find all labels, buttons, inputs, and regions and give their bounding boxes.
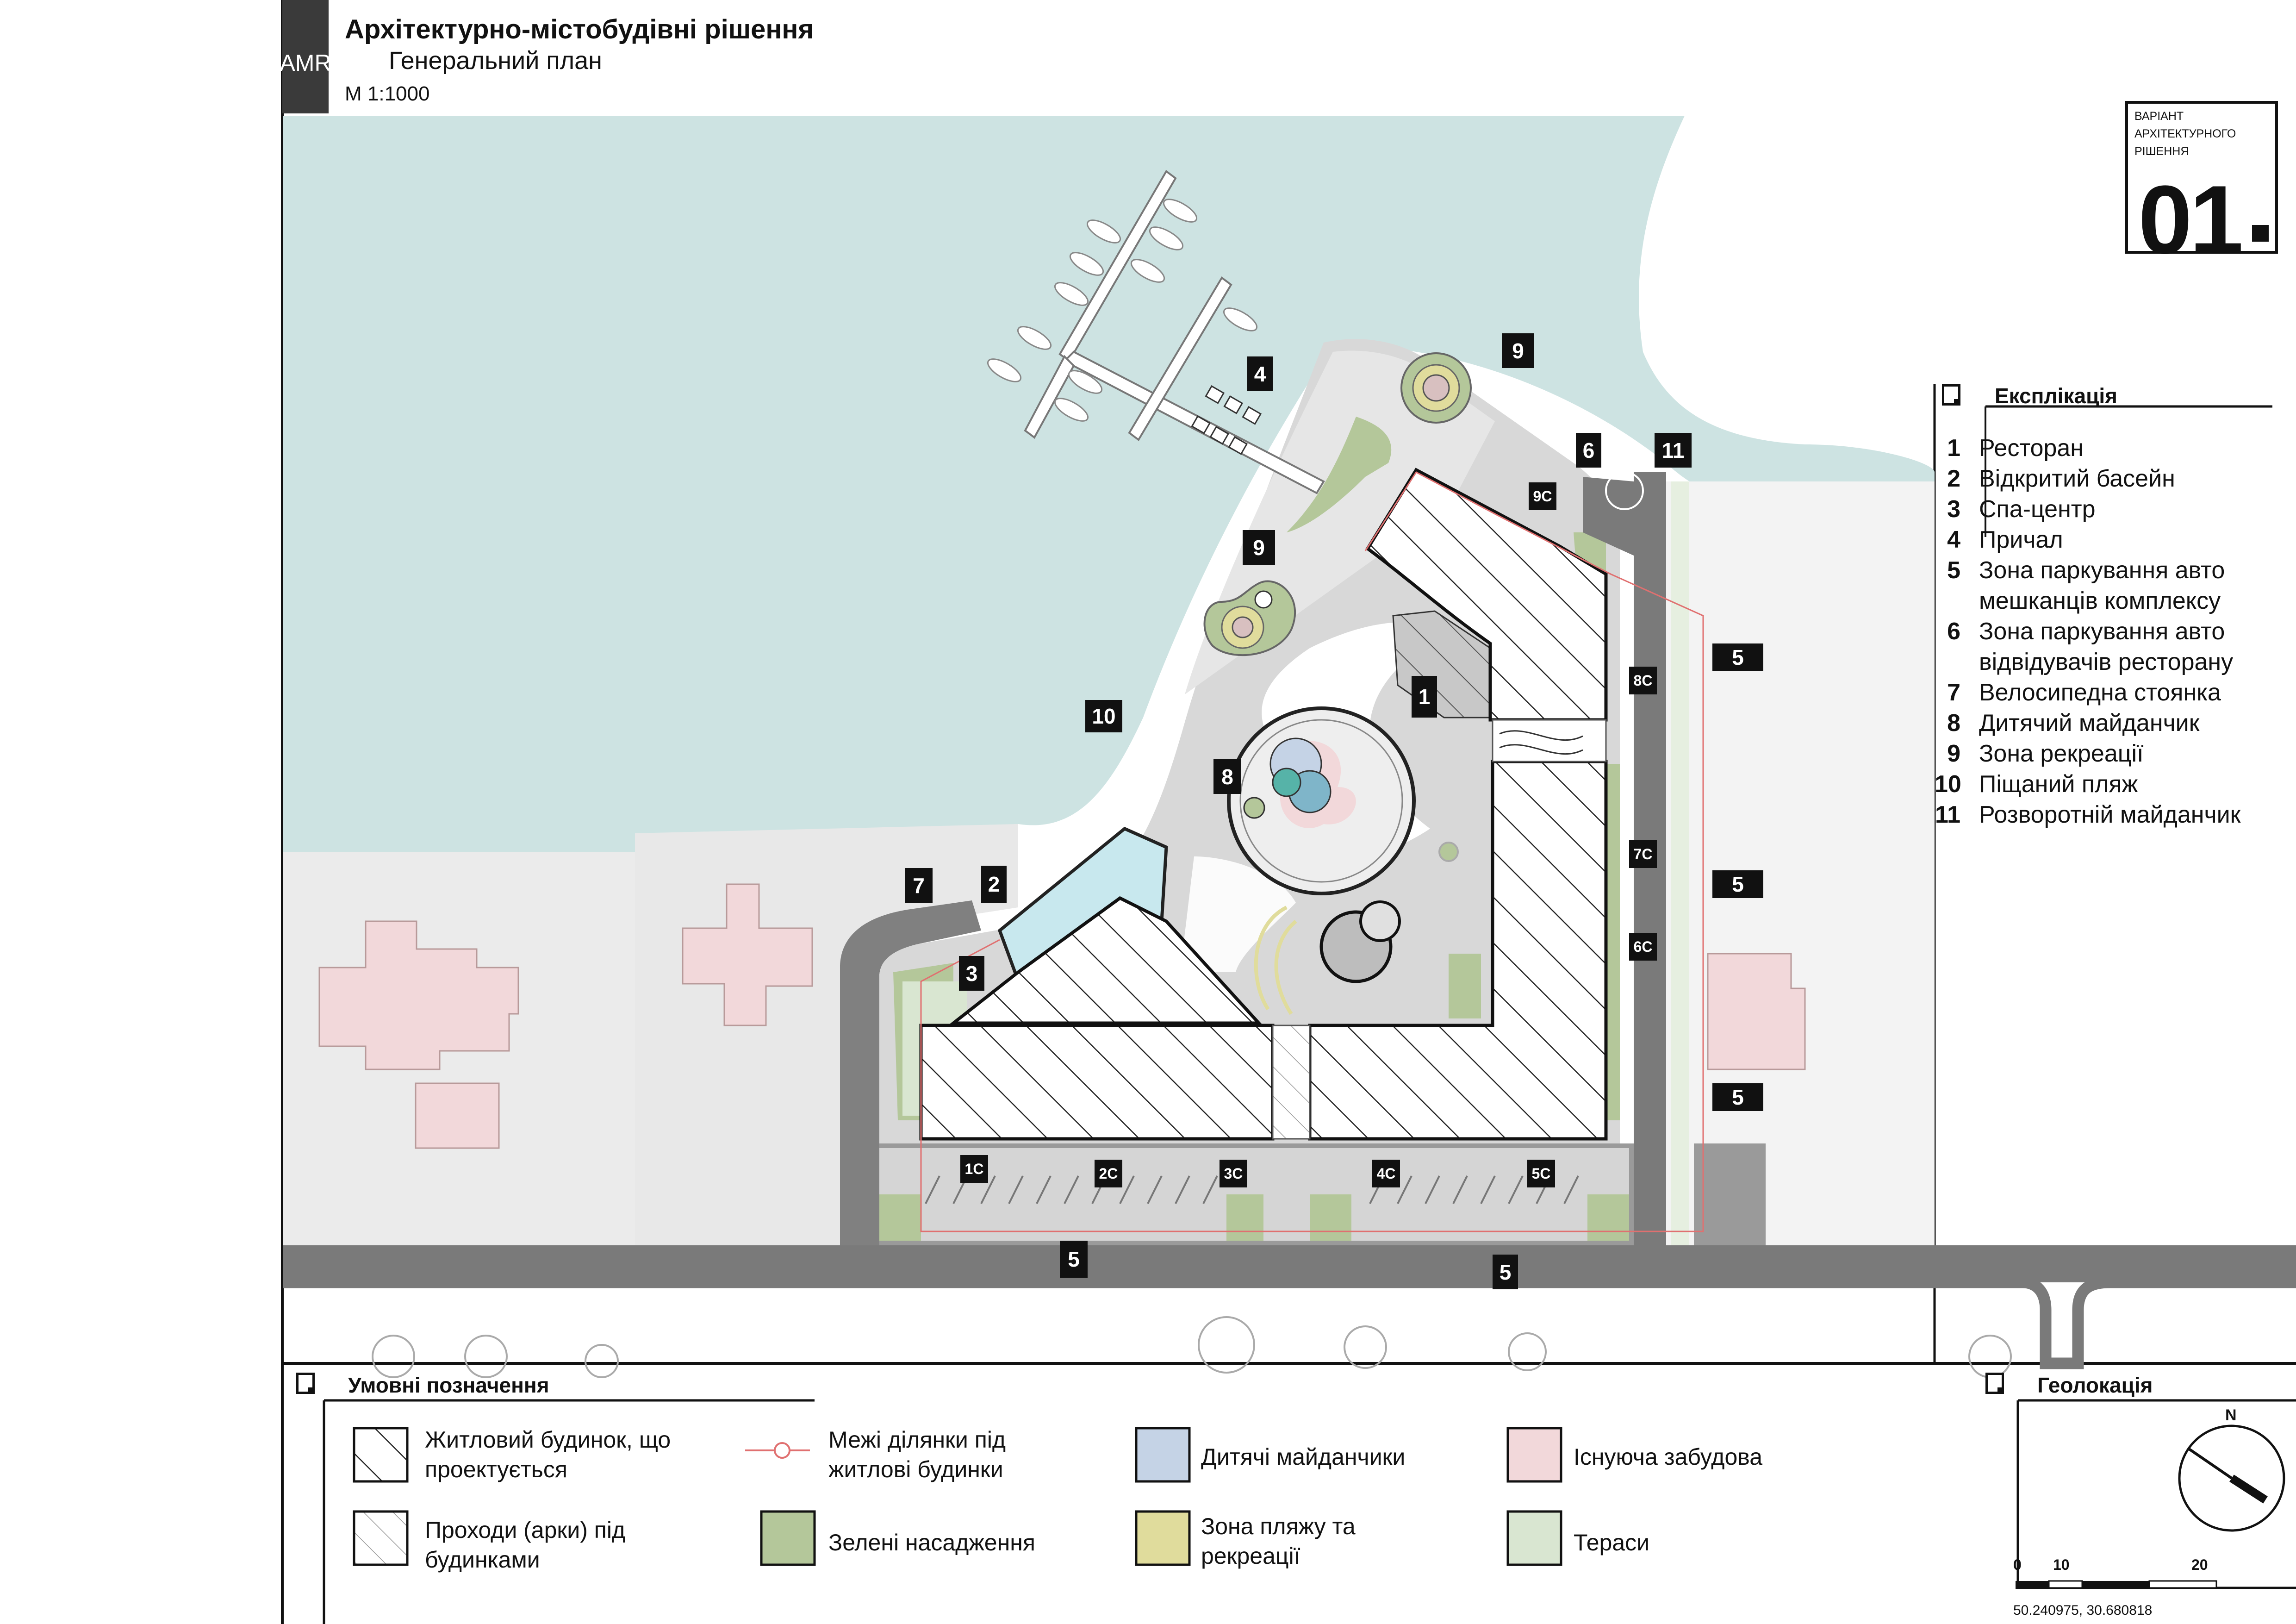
north-label: N (2225, 1406, 2237, 1424)
tag-pier: 4 (1247, 356, 1273, 391)
section-tag: 8С (1629, 667, 1657, 694)
legend-title: Умовні позначення (348, 1373, 549, 1397)
site-boundary (920, 471, 1704, 1232)
tag-turning-area: 11 (1655, 433, 1692, 468)
legend-swatches (353, 1427, 1562, 1566)
section-tag: 5С (1527, 1160, 1555, 1187)
geolocation-icon (1985, 1373, 2004, 1394)
tag-parking-4: 5 (1060, 1241, 1088, 1278)
tag-parking-3: 5 (1712, 1083, 1763, 1111)
tag-restaurant: 1 (1412, 676, 1437, 718)
scale-tick: 10 (2053, 1556, 2070, 1573)
explication-item: відвідувачів ресторану (1979, 649, 2234, 675)
legend-greenery: Зелені насадження (828, 1530, 1035, 1555)
arch-passage-south (1272, 1024, 1311, 1140)
page-subtitle: Генеральний план (389, 47, 602, 75)
trees (372, 842, 2012, 1378)
central-playground (1227, 706, 1416, 895)
tag-pool: 2 (981, 866, 1007, 903)
recreation-zone-north (1400, 352, 1472, 424)
section-tag: 9С (1529, 482, 1556, 510)
legend-playgrounds: Дитячі майданчики (1201, 1444, 1406, 1470)
tag-restaurant-parking: 6 (1576, 433, 1601, 468)
scale-label: М 1:1000 (345, 82, 430, 105)
boats (987, 199, 1258, 422)
variant-dot (2252, 225, 2269, 242)
explication-title: Експлікація (1995, 384, 2117, 408)
scale-tick: 20 (2191, 1556, 2208, 1573)
arch-passage-east (1492, 719, 1607, 762)
section-tag: 4С (1372, 1160, 1400, 1187)
main-road (283, 1245, 2296, 1282)
existing-buildings (318, 883, 1806, 1149)
north-compass (2178, 1424, 2285, 1532)
section-tag: 7С (1629, 840, 1657, 868)
scale-tick: 0 (2013, 1556, 2022, 1573)
tag-bike-parking: 7 (905, 868, 933, 903)
water-area (283, 116, 1935, 852)
legend-existing: Існуюча забудова (1574, 1444, 1763, 1470)
header-tab: AMR (280, 0, 331, 113)
variant-box: ВАРІАНТ АРХІТЕКТУРНОГО РІШЕННЯ 01 (2125, 101, 2278, 274)
explication-item: мешканців комплексу (1979, 587, 2221, 614)
tag-parking-2: 5 (1712, 870, 1763, 898)
tag-spa: 3 (959, 956, 984, 991)
scale-bar (2016, 1580, 2296, 1589)
section-tag: 1С (960, 1155, 988, 1183)
legend-icon (296, 1373, 315, 1394)
tag-beach: 10 (1085, 700, 1122, 732)
tag-parking-1: 5 (1712, 643, 1763, 671)
turning-area (1583, 471, 1644, 556)
tag-recreation-west: 9 (1243, 530, 1275, 565)
section-tag: 3С (1220, 1160, 1247, 1187)
bike-path (840, 900, 981, 1245)
tag-parking-5: 5 (1493, 1255, 1518, 1289)
residential-buildings (919, 468, 1608, 1141)
tag-recreation-north: 9 (1502, 333, 1534, 368)
recreation-zone-west (1203, 580, 1296, 656)
coordinates: 50.240975, 30.680818 (2013, 1603, 2153, 1618)
variant-label: ВАРІАНТ АРХІТЕКТУРНОГО РІШЕННЯ (2134, 110, 2236, 158)
variant-number: 01 (2138, 165, 2244, 274)
land-right (1689, 481, 1935, 1245)
page-title: Архітектурно-містобудівні рішення (345, 14, 814, 44)
legend-terraces: Тераси (1574, 1530, 1650, 1555)
pavilion-south (1254, 900, 1401, 1015)
geolocation-title: Геолокація (2037, 1373, 2153, 1397)
section-tag: 6С (1629, 933, 1657, 961)
tag-playground: 8 (1213, 759, 1241, 794)
section-tag: 2С (1095, 1160, 1122, 1187)
explication-icon (1942, 384, 1960, 406)
